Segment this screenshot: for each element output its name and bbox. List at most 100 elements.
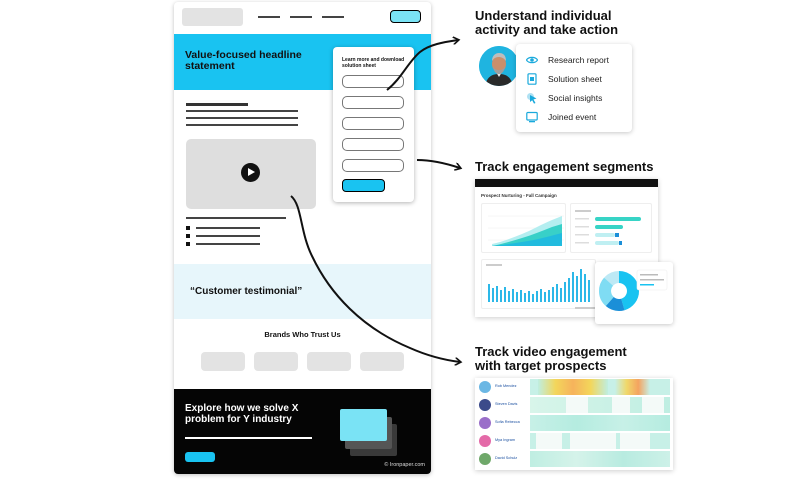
prospect-name: Steven Davis xyxy=(495,402,518,406)
dashboard-title: Prospect Nurturing - Fall Campaign xyxy=(481,193,557,198)
heat-segment xyxy=(615,379,650,395)
monitor-icon xyxy=(526,111,538,123)
play-icon[interactable] xyxy=(241,163,260,182)
area-chart-panel xyxy=(481,203,566,253)
segments-heading: Track engagement segments xyxy=(475,159,654,174)
eye-icon xyxy=(526,56,538,64)
prospect-name: Rob Mendez xyxy=(495,384,517,388)
nav-link[interactable] xyxy=(258,16,280,18)
brands-title: Brands Who Trust Us xyxy=(264,330,341,339)
text-line xyxy=(186,103,248,106)
card-stack xyxy=(340,409,387,441)
document-icon xyxy=(527,73,537,85)
prospect-row[interactable]: Sofia Rebecca xyxy=(475,414,673,432)
avatar xyxy=(479,417,491,429)
activity-label: Research report xyxy=(548,55,609,65)
heat-segment xyxy=(566,397,588,413)
bullet-icon xyxy=(186,226,190,230)
prospect-row[interactable]: Steven Davis xyxy=(475,396,673,414)
cursor-click-icon xyxy=(527,93,537,104)
donut-chart-card xyxy=(595,262,673,324)
nav-cta-button[interactable] xyxy=(390,10,421,23)
heat-strip xyxy=(530,397,670,413)
arrow-to-video xyxy=(290,195,460,362)
heat-strip xyxy=(530,379,670,395)
form-field[interactable] xyxy=(342,117,404,130)
activity-card: Research report Solution sheet Social in… xyxy=(516,44,632,132)
form-field[interactable] xyxy=(342,138,404,151)
donut-chart xyxy=(599,269,668,311)
prospect-name: David Schulz xyxy=(495,456,518,460)
bullet-icon xyxy=(186,234,190,238)
brand-logo xyxy=(307,352,351,371)
prospect-name: Mya Ingram xyxy=(495,438,516,442)
heat-strip xyxy=(530,415,670,431)
caption-line xyxy=(575,307,595,309)
prospect-name: Sofia Rebecca xyxy=(495,420,520,424)
heat-segment xyxy=(570,433,616,449)
text-line xyxy=(196,243,260,245)
footer-cta-button[interactable] xyxy=(185,452,215,462)
form-submit-button[interactable] xyxy=(342,179,385,192)
activity-label: Joined event xyxy=(548,112,597,122)
video-engagement-heatmap: Rob Mendez Steven Davis Sofia Rebecca My… xyxy=(475,378,673,470)
bar-chart-panel xyxy=(570,203,652,253)
footer-cta: Explore how we solve X problem for Y ind… xyxy=(174,389,431,474)
landing-page-mockup: Value-focused headline statement Learn m… xyxy=(174,2,431,474)
form-field[interactable] xyxy=(342,75,404,88)
text-line xyxy=(186,110,298,112)
footer-title: Explore how we solve X problem for Y ind… xyxy=(185,403,299,425)
text-line xyxy=(196,227,260,229)
activity-heading: Understand individual activity and take … xyxy=(475,8,619,37)
heat-segment xyxy=(612,397,630,413)
prospect-row[interactable]: Rob Mendez xyxy=(475,378,673,396)
heat-segment xyxy=(530,451,670,467)
testimonial-text: “Customer testimonial” xyxy=(190,286,303,297)
avatar xyxy=(479,453,491,465)
copyright: © Ironpaper.com xyxy=(384,462,425,468)
bar-chart-panel xyxy=(481,259,596,309)
bullet-icon xyxy=(186,242,190,246)
text-line xyxy=(186,124,298,126)
footer-line xyxy=(185,437,312,439)
logo-placeholder xyxy=(182,8,243,26)
video-placeholder[interactable] xyxy=(186,139,316,209)
form-title: Learn more and download solution sheet xyxy=(342,57,405,69)
arrow-to-segments xyxy=(416,159,460,168)
heat-segment xyxy=(538,379,608,395)
nav-link[interactable] xyxy=(290,16,312,18)
arrow-to-activity xyxy=(386,40,458,91)
avatar xyxy=(479,435,491,447)
activity-label: Solution sheet xyxy=(548,74,602,84)
heat-segment xyxy=(642,397,664,413)
text-line xyxy=(196,235,260,237)
text-line xyxy=(186,117,298,119)
avatar xyxy=(479,399,491,411)
horizontal-bar-chart xyxy=(575,210,641,245)
heat-segment xyxy=(530,415,670,431)
text-line xyxy=(186,217,286,219)
brand-logo xyxy=(254,352,298,371)
heat-strip xyxy=(530,433,670,449)
prospect-row[interactable]: David Schulz xyxy=(475,450,673,468)
avatar xyxy=(479,46,519,86)
form-field[interactable] xyxy=(342,159,404,172)
heat-segment xyxy=(536,433,562,449)
heat-segment xyxy=(620,433,650,449)
dashboard-header-bar xyxy=(475,179,658,187)
vertical-bar-chart xyxy=(486,264,590,302)
brand-logo xyxy=(360,352,404,371)
download-form: Learn more and download solution sheet xyxy=(333,47,414,202)
landing-nav xyxy=(174,2,431,34)
form-field[interactable] xyxy=(342,96,404,109)
prospect-row[interactable]: Mya Ingram xyxy=(475,432,673,450)
testimonial-section: “Customer testimonial” xyxy=(174,264,431,319)
activity-label: Social insights xyxy=(548,93,603,103)
avatar xyxy=(479,381,491,393)
brand-logo xyxy=(201,352,245,371)
nav-link[interactable] xyxy=(322,16,344,18)
hero-title: Value-focused headline statement xyxy=(185,49,302,72)
heat-strip xyxy=(530,451,670,467)
area-chart xyxy=(488,215,564,246)
